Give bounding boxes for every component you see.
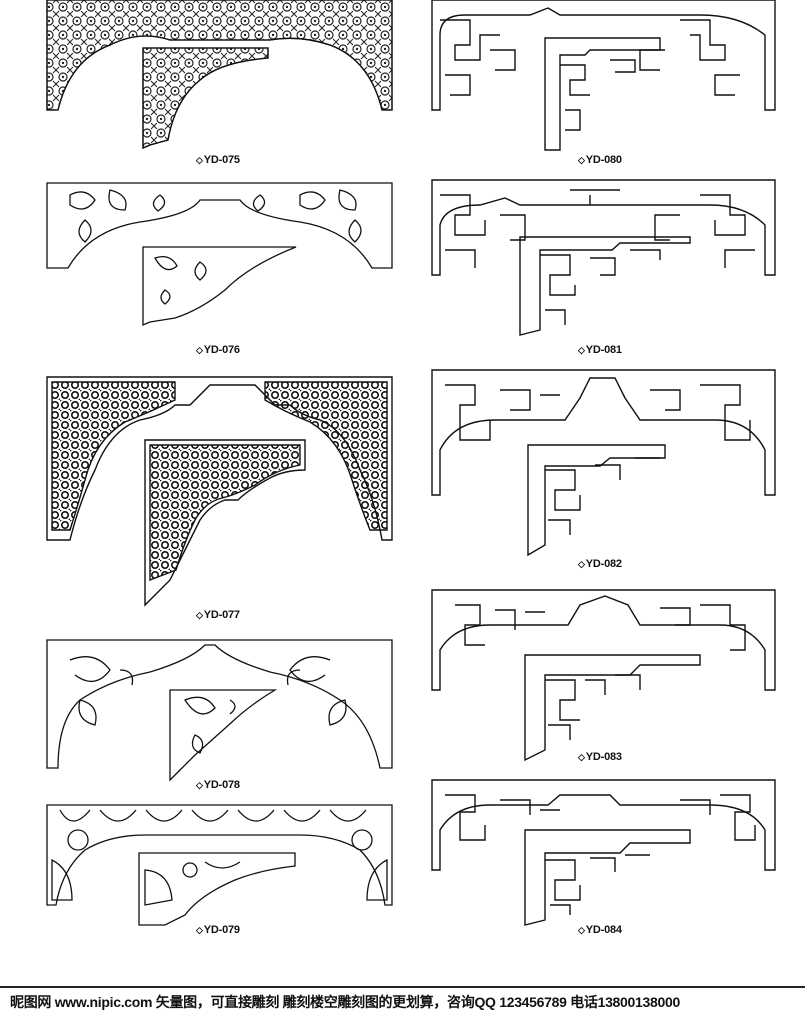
panel-yd-084 [431,779,776,926]
panel-yd-075 [46,0,393,149]
panel-label-yd-077: ◇YD-077 [196,609,240,621]
panel-yd-076 [46,182,393,326]
panel-label-yd-080: ◇YD-080 [578,154,622,166]
panel-label-yd-079: ◇YD-079 [196,924,240,936]
panel-yd-078 [46,639,393,782]
footer-band [0,982,805,1024]
panel-yd-079 [46,804,393,926]
panel-yd-082 [431,369,776,557]
panel-yd-077 [46,376,393,607]
footer-text: 昵图网 www.nipic.com 矢量图，可直接雕刻 雕刻楼空雕刻图的更划算，… [10,994,680,1010]
panel-label-yd-084: ◇YD-084 [578,924,622,936]
panel-yd-081 [431,179,776,336]
panel-label-yd-083: ◇YD-083 [578,751,622,763]
panel-label-yd-082: ◇YD-082 [578,558,622,570]
panel-label-yd-075: ◇YD-075 [196,154,240,166]
panel-label-yd-076: ◇YD-076 [196,344,240,356]
panel-yd-083 [431,589,776,762]
panel-label-yd-078: ◇YD-078 [196,779,240,791]
panel-label-yd-081: ◇YD-081 [578,344,622,356]
panel-yd-080 [431,0,776,151]
footer-divider [0,986,805,988]
